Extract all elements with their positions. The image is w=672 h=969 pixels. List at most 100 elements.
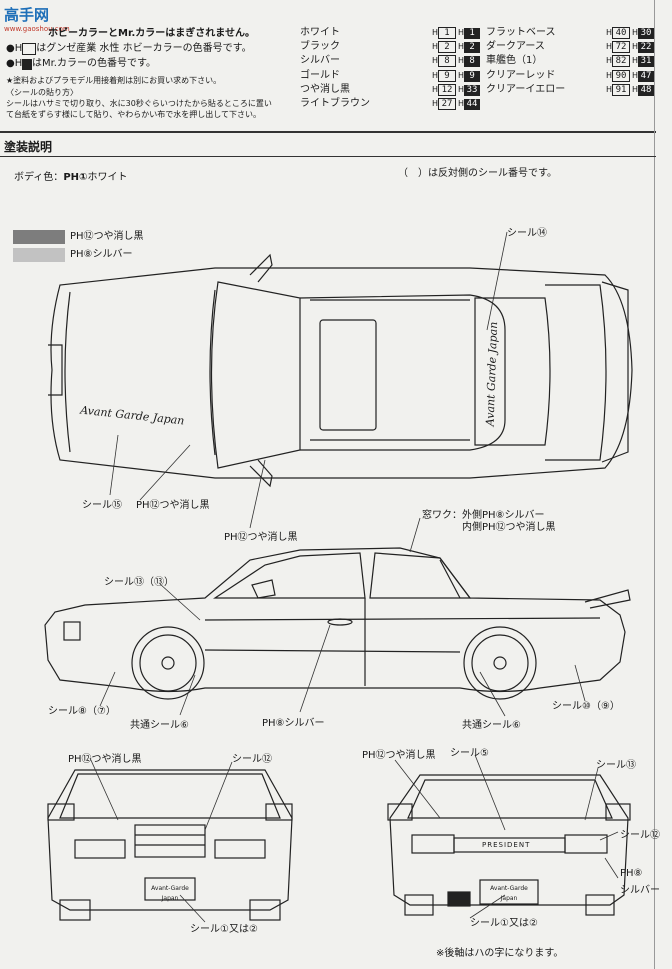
callout-rear-seal-5: シール⑤: [450, 748, 489, 759]
color-h2: H: [632, 84, 639, 94]
section-divider: [0, 156, 656, 157]
color-name: フラットベース: [486, 27, 556, 38]
reverse-note: （ ）は反対側のシール番号です。: [398, 168, 557, 179]
header-note3: シールはハサミで切り取り、水に30秒ぐらいつけたから貼るところに置い: [6, 99, 272, 108]
color-name: ゴールド: [300, 69, 340, 81]
color-hobby-number: 82: [612, 55, 631, 68]
color-name: ダークアース: [486, 41, 545, 53]
car-side-view: [44, 547, 631, 700]
callout-matte-black-top2: PH⑫つや消し黒: [224, 532, 298, 543]
color-hobby-number: 12: [438, 83, 457, 96]
callout-seal-14: シール⑭: [507, 228, 547, 239]
color-mr-number: 33: [464, 84, 481, 96]
header-note4: て台紙をずらす様にして貼り、やわらかい布で水を押し出して下さい。: [6, 110, 262, 119]
color-h: H: [606, 56, 613, 66]
legend-swatch-silver: [13, 248, 65, 262]
side-view-leaders: [99, 517, 586, 717]
header-line2: ●H はグンゼ産業 水性 ホビーカラーの色番号です。: [6, 43, 252, 55]
callout-rear-seal-12: シール⑫: [620, 830, 660, 841]
top-view-leaders: [109, 231, 508, 529]
color-h2: H: [632, 28, 639, 37]
color-h: H: [606, 42, 613, 52]
callout-seal-15: シール⑮: [82, 500, 122, 511]
callout-window-inner: 内側PH⑫つや消し黒: [462, 522, 556, 533]
car-top-view: [48, 253, 633, 488]
callout-rear-seal-13: シール⑬: [596, 760, 636, 771]
color-h2: H: [632, 42, 639, 52]
color-h2: H: [458, 84, 465, 94]
color-h: H: [432, 56, 439, 66]
callout-front-seal-12: シール⑫: [232, 754, 272, 765]
logo-text: 高手网: [4, 6, 50, 24]
color-hobby-number: 72: [612, 41, 631, 54]
color-name: クリアーレッド: [486, 69, 556, 81]
color-name: 車艦色（1）: [486, 55, 543, 67]
header-line3: ●H はMr.カラーの色番号です。: [6, 58, 156, 70]
color-h2: H: [632, 70, 639, 80]
color-h: H: [432, 70, 439, 80]
color-h2: H: [458, 99, 465, 108]
color-name: ライトブラウン: [300, 98, 370, 109]
color-h: H: [432, 99, 439, 108]
color-mr-number: 47: [638, 70, 655, 82]
color-h: H: [606, 28, 613, 37]
color-hobby-number: 91: [612, 83, 631, 96]
color-mr-number: 2: [464, 42, 481, 54]
callout-rear-matte-black: PH⑫つや消し黒: [362, 750, 436, 761]
header-divider: [0, 131, 656, 133]
callout-rear-silver: シルバー: [620, 885, 660, 896]
color-name: ブラック: [300, 41, 340, 53]
header-note2: 〈シールの貼り方〉: [6, 88, 78, 97]
color-name: つや消し黒: [300, 83, 350, 95]
color-h2: H: [458, 56, 465, 66]
body-color: ボディ色：PH①ホワイト: [14, 172, 128, 183]
color-h: H: [432, 84, 439, 94]
callout-rear-silver-code: PH⑧: [620, 868, 643, 879]
callout-seal-13-side: シール⑬（⑬）: [104, 577, 174, 588]
logo-url: www.gaoshou.com: [4, 25, 70, 33]
callout-front-seal-1: シール①又は②: [190, 924, 258, 935]
color-name: ホワイト: [300, 27, 340, 38]
color-hobby-number: 90: [612, 69, 631, 82]
color-mr-number: 8: [464, 56, 481, 68]
callout-silver-side: PH⑧シルバー: [262, 718, 325, 729]
rear-badge: PRESIDENT: [482, 841, 531, 849]
front-plate: Avant-Garde Japan: [151, 885, 189, 902]
color-mr-number: 1: [464, 28, 481, 39]
script-hood: Avant Garde Japan: [79, 403, 186, 428]
callout-common-seal-right: 共通シール⑥: [462, 720, 521, 731]
legend-swatch-matte-black: [13, 230, 65, 244]
color-name: クリアーイエロー: [486, 83, 566, 95]
header-line1: ホビーカラーとMr.カラーはまぎされません。: [48, 28, 255, 39]
right-border: [654, 0, 655, 969]
color-mr-number: 9: [464, 70, 481, 82]
legend-label-matte-black: PH⑫つや消し黒: [70, 231, 144, 242]
color-hobby-number: 40: [612, 27, 631, 39]
color-h2: H: [458, 28, 465, 37]
color-h: H: [432, 42, 439, 52]
header-note1: ★塗料およびプラモデル用接着剤は別にお買い求め下さい。: [6, 76, 222, 85]
color-hobby-number: 9: [438, 69, 457, 82]
color-hobby-number: 8: [438, 55, 457, 68]
site-logo: 高手网 www.gaoshou.com: [4, 4, 70, 33]
callout-front-matte-black: PH⑫つや消し黒: [68, 754, 142, 765]
script-trunk: Avant Garde Japan: [483, 321, 501, 427]
color-mr-number: 22: [638, 42, 655, 54]
color-mr-number: 30: [638, 28, 655, 39]
color-h2: H: [458, 70, 465, 80]
color-mr-number: 44: [464, 99, 481, 110]
color-hobby-number: 1: [438, 27, 457, 39]
rear-footnote: ※後軸はハの字になります。: [436, 948, 564, 959]
callout-rear-seal-1: シール①又は②: [470, 918, 538, 929]
